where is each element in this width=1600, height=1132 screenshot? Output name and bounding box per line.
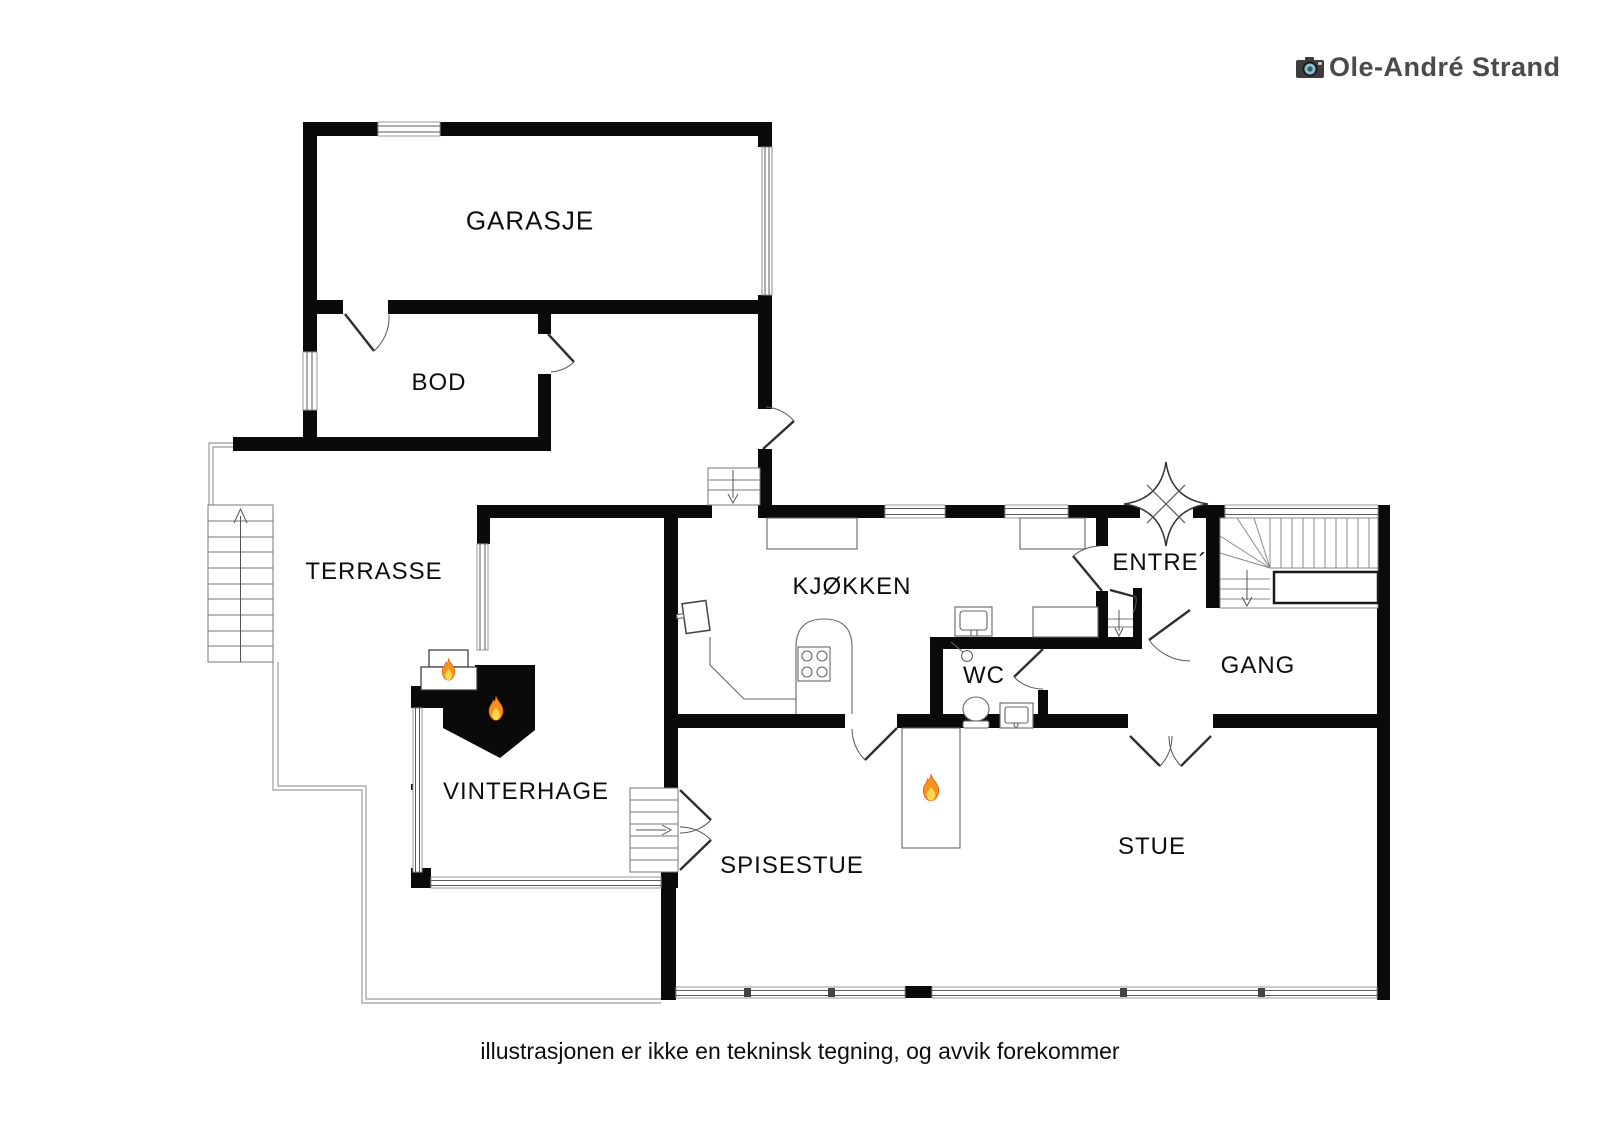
room-label-gang: GANG — [1220, 652, 1296, 679]
room-label-bod: BOD — [411, 369, 467, 396]
doors — [344, 313, 1212, 871]
photographer-watermark: Ole-André Strand — [1295, 52, 1561, 83]
vinterhage-stairs — [629, 787, 679, 873]
stove — [795, 618, 853, 714]
kitchen-sink — [954, 606, 993, 637]
camera-icon — [1296, 56, 1324, 78]
room-label-stue: STUE — [1117, 833, 1187, 860]
counter-edge — [709, 637, 796, 700]
windows — [302, 121, 1379, 999]
disclaimer-text: illustrasjonen er ikke en tekninsk tegni… — [480, 1038, 1120, 1064]
wall-sink — [675, 599, 711, 635]
kitchen-counter-2 — [1019, 517, 1086, 550]
wc-sink — [999, 702, 1034, 729]
room-label-spisestue: SPISESTUE — [720, 852, 864, 879]
room-label-garasje: GARASJE — [465, 205, 595, 236]
room-label-wc: WC — [963, 662, 1005, 689]
room-label-vinterhage: VINTERHAGE — [442, 778, 610, 805]
entry-star-door — [1123, 461, 1209, 547]
entre-basement-stairs — [1108, 610, 1133, 638]
room-label-terrasse: TERRASSE — [305, 558, 443, 585]
garage-door — [761, 146, 773, 296]
walls — [233, 122, 1390, 1000]
room-label-entre: ENTRE´ — [1112, 549, 1208, 576]
terrace-outline — [208, 442, 661, 1004]
wardrobe — [1032, 606, 1099, 638]
room-label-kjokken: KJØKKEN — [792, 573, 912, 600]
watermark-text: Ole-André Strand — [1329, 52, 1561, 82]
kitchen-counter — [766, 517, 858, 550]
terrace-stairs — [207, 504, 274, 663]
fixtures — [675, 517, 1099, 849]
toilet — [962, 696, 990, 729]
shower-head — [950, 641, 974, 663]
stair-railing — [1272, 570, 1380, 605]
kitchen-entry-stairs — [707, 467, 761, 506]
gang-staircase — [1219, 517, 1380, 609]
